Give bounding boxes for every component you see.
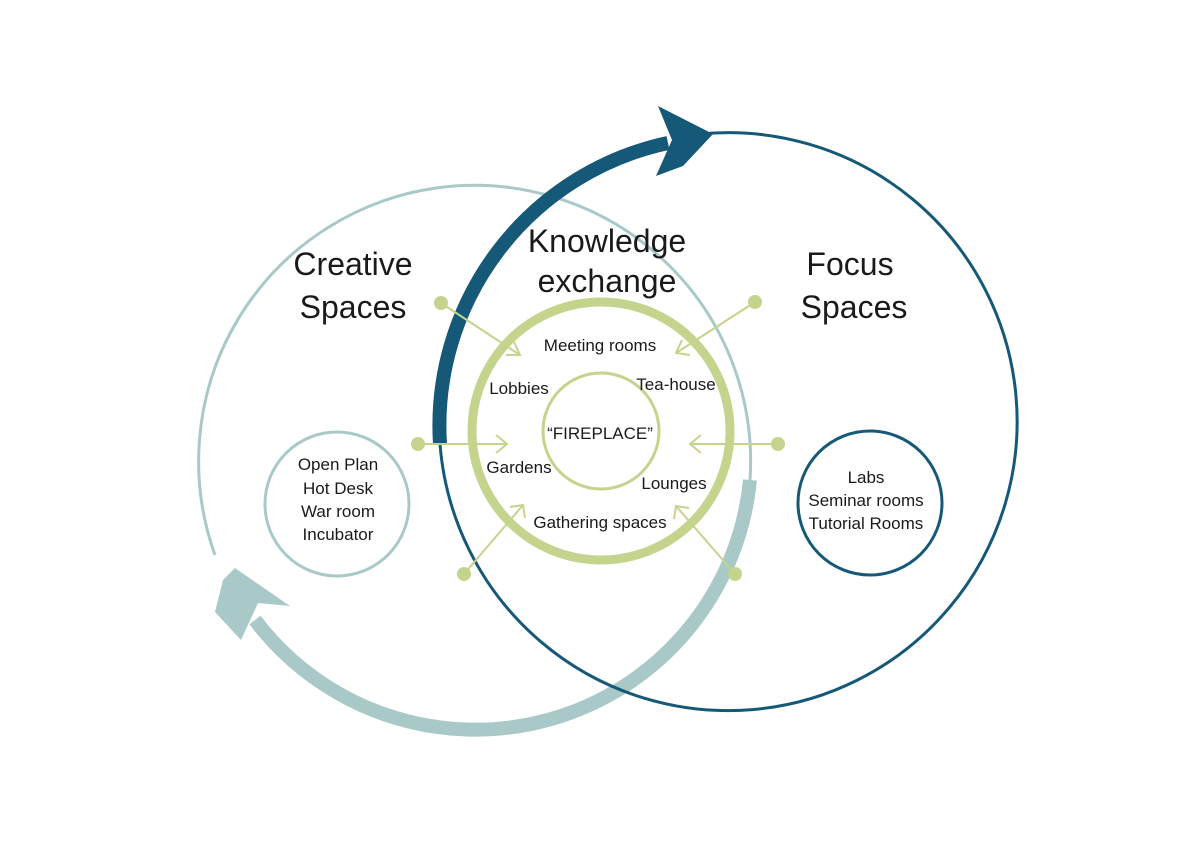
creative-title-line2: Spaces <box>300 289 407 325</box>
label-fireplace: “FIREPLACE” <box>547 424 653 443</box>
pointer-dot-bottom-right <box>728 567 742 581</box>
pointer-dot-left <box>411 437 425 451</box>
creative-list-item: Hot Desk <box>303 479 373 498</box>
knowledge-title-line1: Knowledge <box>528 223 686 259</box>
label-lounges: Lounges <box>641 474 706 493</box>
creative-list-item: War room <box>301 502 375 521</box>
focus-spaces-arc-thick <box>432 136 670 445</box>
focus-list-item: Seminar rooms <box>808 491 923 510</box>
creative-spaces-arc-thick <box>249 479 757 737</box>
creative-spaces-circle <box>197 183 753 556</box>
label-gardens: Gardens <box>486 458 551 477</box>
knowledge-exchange-ring <box>467 297 735 565</box>
label-tea-house: Tea-house <box>636 375 715 394</box>
creative-cycle-arrowhead <box>215 568 290 640</box>
knowledge-title-line2: exchange <box>538 263 677 299</box>
pointer-dot-right <box>771 437 785 451</box>
creative-list-item: Open Plan <box>298 455 378 474</box>
pointer-right <box>688 434 778 454</box>
focus-list-circle <box>796 429 944 577</box>
pointer-dot-top-left <box>434 296 448 310</box>
pointer-bottom-right <box>673 504 736 575</box>
label-lobbies: Lobbies <box>489 379 549 398</box>
pointer-bottom-left <box>463 503 526 575</box>
pointer-top-right <box>674 301 756 356</box>
focus-list-item: Labs <box>848 468 885 487</box>
focus-spaces-circle <box>438 131 1019 713</box>
creative-title-line1: Creative <box>293 246 412 282</box>
pointer-left <box>418 434 509 454</box>
focus-list-item: Tutorial Rooms <box>809 514 924 533</box>
pointer-dot-bottom-left <box>457 567 471 581</box>
creative-list-item: Incubator <box>303 525 374 544</box>
fireplace-circle <box>541 371 661 491</box>
focus-title-line1: Focus <box>806 246 893 282</box>
pointer-top-left <box>440 302 522 356</box>
focus-cycle-arrowhead <box>656 106 713 176</box>
pointer-dot-top-right <box>748 295 762 309</box>
label-meeting-rooms: Meeting rooms <box>544 336 656 355</box>
label-gathering-spaces: Gathering spaces <box>533 513 666 532</box>
focus-title-line2: Spaces <box>801 289 908 325</box>
creative-list-circle <box>263 430 411 578</box>
